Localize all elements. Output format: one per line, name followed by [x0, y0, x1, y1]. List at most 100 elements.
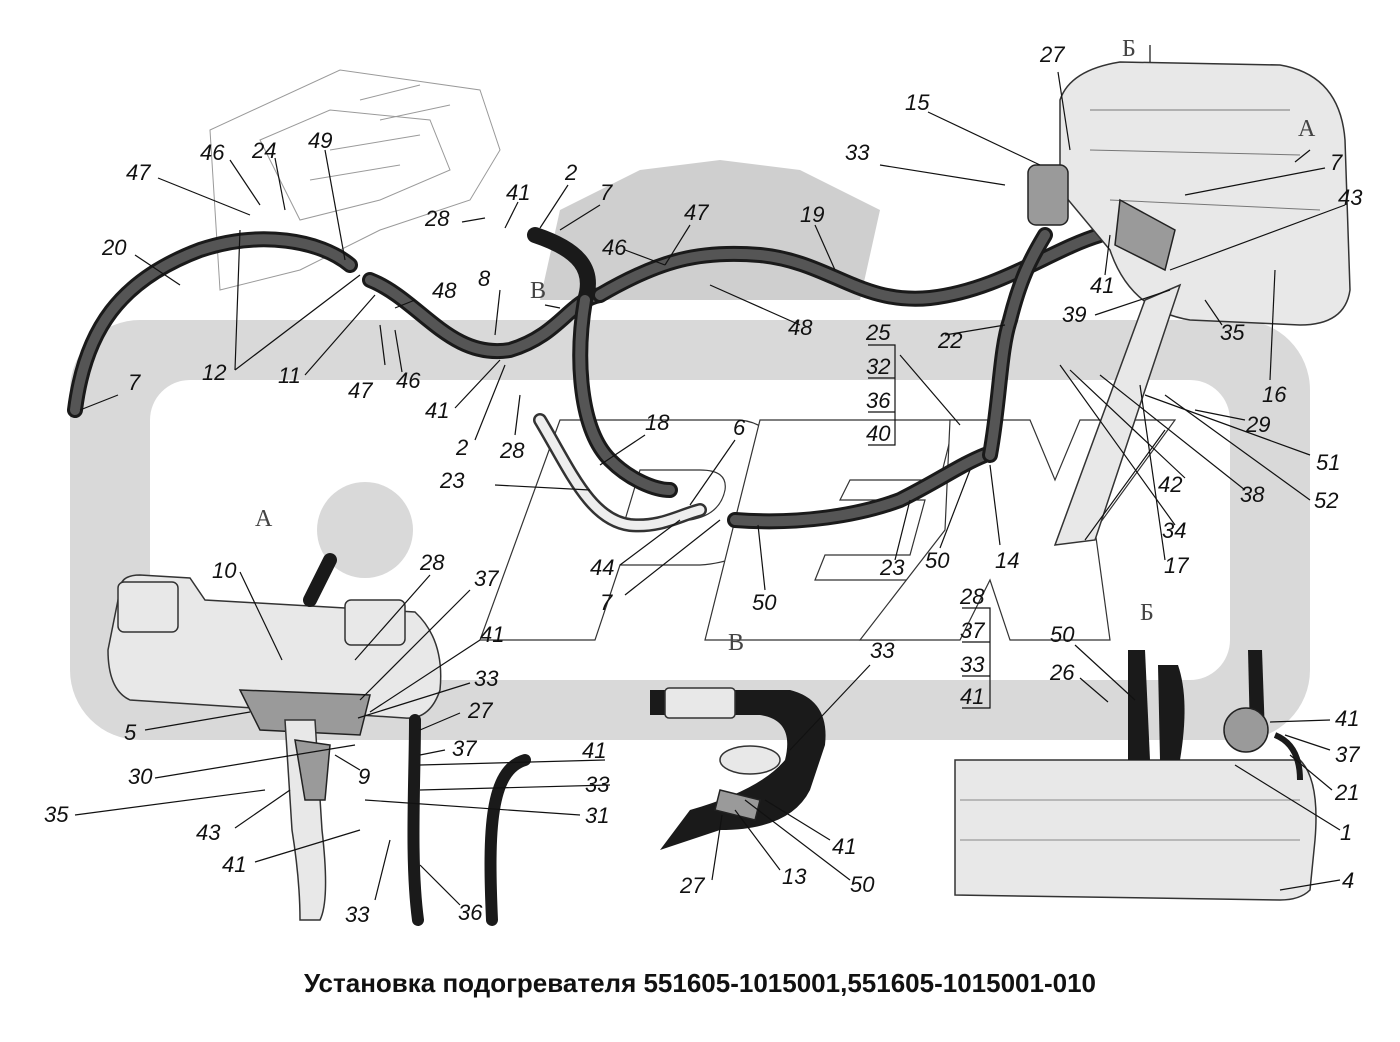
- callout-label: 49: [308, 128, 332, 153]
- callout-label: 9: [358, 764, 370, 789]
- callout-label: 41: [222, 852, 246, 877]
- callout-label: 34: [1162, 518, 1186, 543]
- view-letters: А Б В А В Б: [255, 36, 1316, 656]
- stack-callout-label: 32: [866, 354, 890, 379]
- callout-label: 41: [480, 622, 504, 647]
- callout-label: 7: [128, 370, 141, 395]
- callout-label: 11: [278, 363, 301, 388]
- view-letter: Б: [1122, 36, 1136, 62]
- callout-label: 37: [474, 566, 499, 591]
- callout-label: 33: [870, 638, 895, 663]
- hose-network: [67, 227, 1108, 533]
- detail-b: [954, 650, 1317, 901]
- stack-callout-label: 40: [866, 421, 891, 446]
- callout-label: 47: [126, 160, 151, 185]
- callout-label: 33: [474, 666, 499, 691]
- callout-label: 43: [1338, 185, 1363, 210]
- callout-label: 31: [585, 803, 609, 828]
- callout-label: 50: [925, 548, 950, 573]
- stack-callout-label: 28: [959, 584, 985, 609]
- callout-label: 29: [1245, 412, 1270, 437]
- hose-2: [527, 227, 596, 308]
- stack-callout-label: 41: [960, 684, 984, 709]
- callout-label: 37: [1335, 742, 1360, 767]
- callout-label: 41: [1090, 273, 1114, 298]
- callout-label: 27: [679, 873, 705, 898]
- callout-label: 51: [1316, 450, 1340, 475]
- callout-label: 17: [1164, 553, 1189, 578]
- callout-label: 41: [832, 834, 856, 859]
- callout-label: 46: [200, 140, 225, 165]
- callout-label: 21: [1334, 780, 1359, 805]
- callout-label: 2: [564, 160, 577, 185]
- callout-label: 39: [1062, 302, 1086, 327]
- callout-label: 41: [582, 738, 606, 763]
- callout-label: 1: [1340, 820, 1352, 845]
- callout-label: 38: [1240, 482, 1265, 507]
- detail-v: [650, 687, 826, 850]
- callout-label: 43: [196, 820, 221, 845]
- callout-label: 52: [1314, 488, 1338, 513]
- stack-callout-label: 25: [865, 320, 891, 345]
- stack-callout-label: 33: [960, 652, 985, 677]
- callout-label: 28: [424, 206, 450, 231]
- callout-label: 48: [432, 278, 457, 303]
- callout-label: 28: [419, 550, 445, 575]
- callout-label: 2: [455, 435, 468, 460]
- callout-label: 26: [1049, 660, 1075, 685]
- callout-label: 35: [1220, 320, 1245, 345]
- callout-label: 15: [905, 90, 930, 115]
- view-letter: В: [728, 630, 744, 656]
- callout-label: 7: [1330, 150, 1343, 175]
- callout-label: 19: [800, 202, 824, 227]
- callout-label: 33: [585, 772, 610, 797]
- callout-label: 13: [782, 864, 807, 889]
- callout-label: 47: [348, 378, 373, 403]
- callout-label: 27: [1039, 42, 1065, 67]
- callout-label: 37: [452, 736, 477, 761]
- callout-label: 24: [251, 138, 276, 163]
- view-letter: А: [1298, 116, 1316, 142]
- callout-label: 10: [212, 558, 237, 583]
- callout-label: 33: [345, 902, 370, 927]
- callout-label: 48: [788, 315, 813, 340]
- callout-label: 50: [752, 590, 777, 615]
- callout-label: 41: [1335, 706, 1359, 731]
- callout-label: 35: [44, 802, 69, 827]
- view-letter: А: [255, 506, 273, 532]
- callout-label: 46: [602, 235, 627, 260]
- callout-label: 30: [128, 764, 153, 789]
- leader-lines: [74, 45, 1346, 906]
- callout-label: 6: [733, 415, 746, 440]
- callout-label: 14: [995, 548, 1019, 573]
- callout-label: 12: [202, 360, 226, 385]
- callout-label: 22: [937, 328, 962, 353]
- callout-label: 50: [850, 872, 875, 897]
- view-letter: В: [530, 278, 546, 304]
- callout-label: 20: [101, 235, 127, 260]
- heater-unit-left: [107, 553, 531, 926]
- callout-labels: 47 46 24 49 20 12 11 47 46 7 48 41 28 2 …: [44, 42, 1363, 927]
- stack-callout-label: 37: [960, 618, 985, 643]
- callout-label: 47: [684, 200, 709, 225]
- callout-label: 27: [467, 698, 493, 723]
- callout-label: 23: [439, 468, 465, 493]
- callout-label: 41: [425, 398, 449, 423]
- engine-block-outline: [209, 69, 501, 291]
- callout-label: 33: [845, 140, 870, 165]
- callout-label: 7: [600, 180, 613, 205]
- callout-label: 28: [499, 438, 525, 463]
- callout-label: 36: [458, 900, 483, 925]
- callout-label: 44: [590, 555, 614, 580]
- callout-label: 18: [645, 410, 670, 435]
- callout-label: 41: [506, 180, 530, 205]
- stack-callout-label: 36: [866, 388, 891, 413]
- callout-label: 4: [1342, 868, 1354, 893]
- drawing-caption: Установка подогревателя 551605-1015001,5…: [304, 968, 1096, 998]
- callout-label: 8: [478, 266, 491, 291]
- callout-label: 7: [600, 590, 613, 615]
- view-letter: Б: [1140, 600, 1154, 626]
- callout-label: 5: [124, 720, 137, 745]
